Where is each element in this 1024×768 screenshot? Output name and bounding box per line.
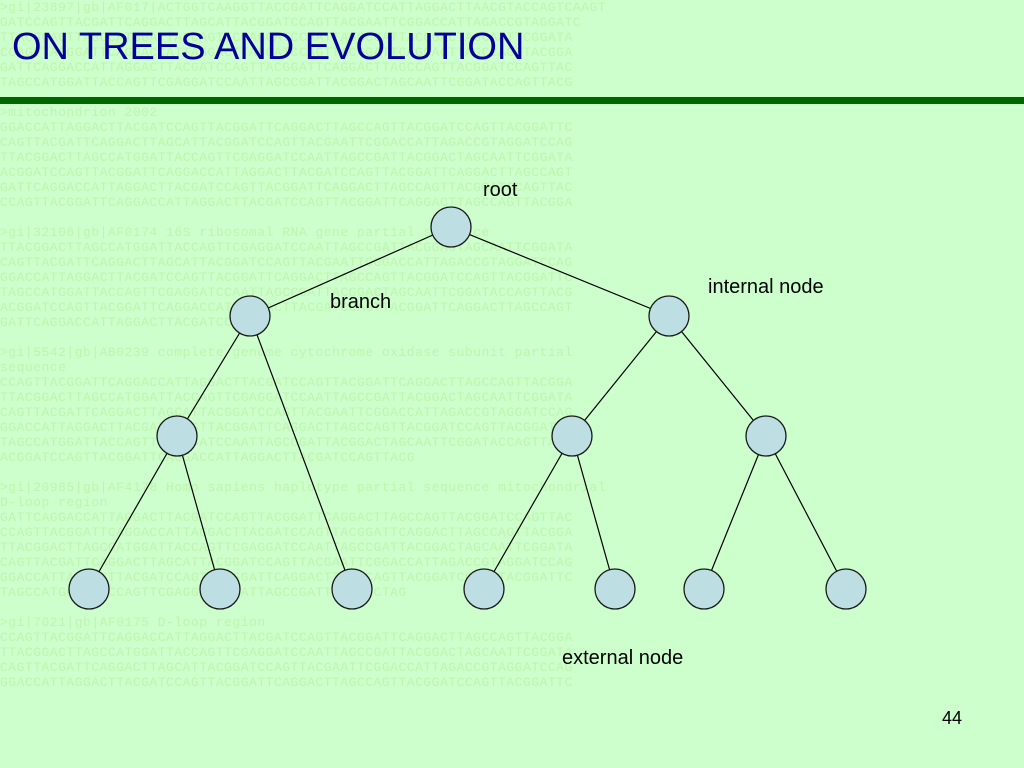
edge-n1-n3 [176, 315, 251, 437]
branch-label: branch [330, 291, 391, 313]
external-node [594, 568, 636, 610]
edge-n0-n1 [249, 226, 452, 317]
external-node-label: external node [562, 647, 683, 669]
external-node [199, 568, 241, 610]
edge-n3-n7 [176, 435, 221, 590]
slide-title: ON TREES AND EVOLUTION [12, 26, 525, 68]
edge-n1-n8 [249, 315, 353, 590]
edge-n0-n2 [450, 226, 670, 317]
edge-n5-n11 [703, 435, 767, 590]
internal-node-left [229, 295, 271, 337]
tree-edges [88, 226, 847, 590]
tree-nodes [68, 206, 867, 610]
external-node [68, 568, 110, 610]
root-node [430, 206, 472, 248]
external-node [463, 568, 505, 610]
internal-node-right [648, 295, 690, 337]
edge-n2-n4 [571, 315, 670, 437]
edge-n2-n5 [668, 315, 767, 437]
edge-n5-n12 [765, 435, 847, 590]
internal-node-right-lower-b [745, 415, 787, 457]
edge-n4-n9 [483, 435, 573, 590]
external-node [825, 568, 867, 610]
edge-n4-n10 [571, 435, 616, 590]
page-number: 44 [941, 708, 962, 728]
edge-n3-n6 [88, 435, 178, 590]
external-node [683, 568, 725, 610]
internal-node-left-lower [156, 415, 198, 457]
title-underline [0, 97, 1024, 104]
internal-node-right-lower-a [551, 415, 593, 457]
root-label: root [483, 179, 518, 201]
external-node [331, 568, 373, 610]
internal-node-label: internal node [708, 276, 824, 298]
